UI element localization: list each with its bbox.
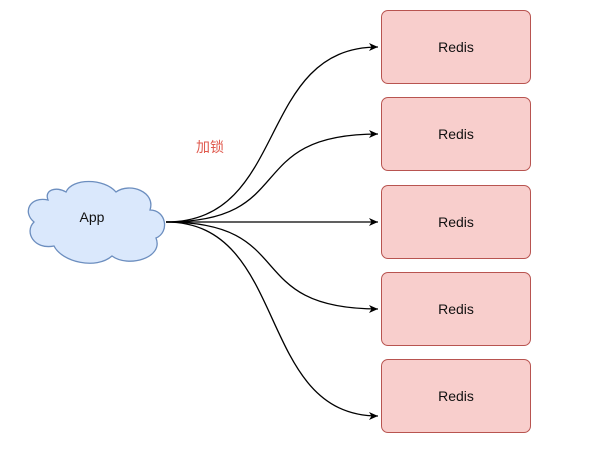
app-label: App — [79, 209, 105, 225]
connector-redis-4 — [165, 221, 379, 313]
redis-node-3: Redis — [381, 185, 531, 259]
connector-redis-2 — [165, 130, 379, 223]
redis-node-4: Redis — [381, 272, 531, 346]
app-cloud-shape — [27, 180, 166, 264]
edge-label-lock: 加锁 — [196, 140, 224, 156]
redis-node-label: Redis — [438, 126, 474, 142]
connector-redis-5 — [165, 221, 379, 420]
redis-node-label: Redis — [438, 214, 474, 230]
redis-node-label: Redis — [438, 39, 474, 55]
redis-node-2: Redis — [381, 97, 531, 171]
redis-node-1: Redis — [381, 10, 531, 84]
redis-node-label: Redis — [438, 301, 474, 317]
connector-redis-1 — [165, 43, 379, 223]
redis-node-label: Redis — [438, 388, 474, 404]
redis-node-5: Redis — [381, 359, 531, 433]
